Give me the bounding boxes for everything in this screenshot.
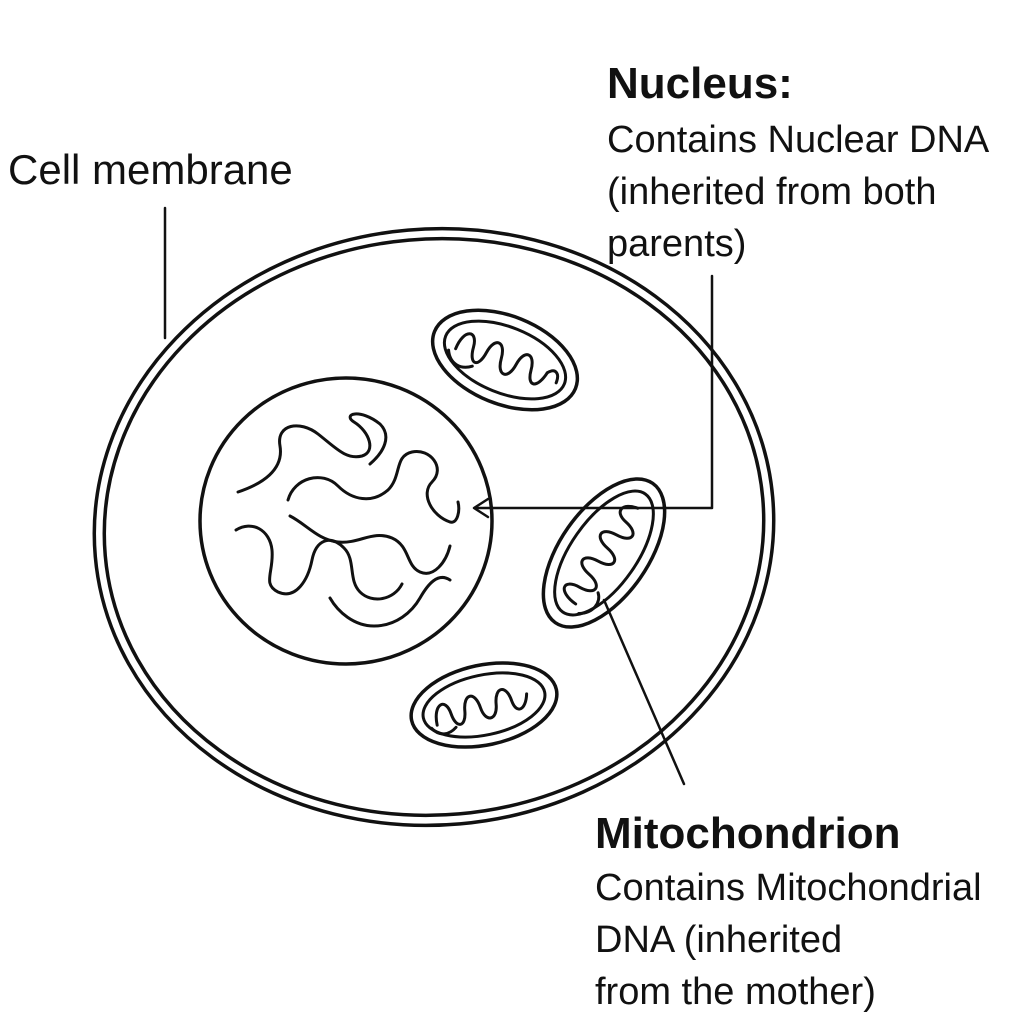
nucleus xyxy=(198,376,494,666)
mitochondrion-desc-line1: Contains Mitochondrial xyxy=(595,867,982,909)
nucleus-desc-line1: Contains Nuclear DNA xyxy=(607,119,990,161)
leader-lines xyxy=(163,206,714,786)
mitochondrion-bottom xyxy=(409,661,559,749)
cell-membrane-label: Cell membrane xyxy=(8,146,293,193)
cell-membrane xyxy=(92,226,776,828)
nucleus-desc-line2: (inherited from both xyxy=(607,171,937,213)
mitochondrion-desc-line3: from the mother) xyxy=(595,971,876,1013)
mitochondrion-leader xyxy=(602,598,686,786)
nucleus-desc-line3: parents) xyxy=(607,223,747,265)
nucleus-leader-arrowhead xyxy=(472,497,490,519)
nucleus-title: Nucleus: xyxy=(607,59,793,108)
mitochondrion-right xyxy=(541,477,667,629)
mitochondrion-title: Mitochondrion xyxy=(595,809,901,858)
nucleus-leader xyxy=(474,274,714,510)
nuclear-dna xyxy=(234,412,461,628)
mitochondrion-desc-line2: DNA (inherited xyxy=(595,919,843,961)
mitochondrion-top xyxy=(430,308,580,412)
